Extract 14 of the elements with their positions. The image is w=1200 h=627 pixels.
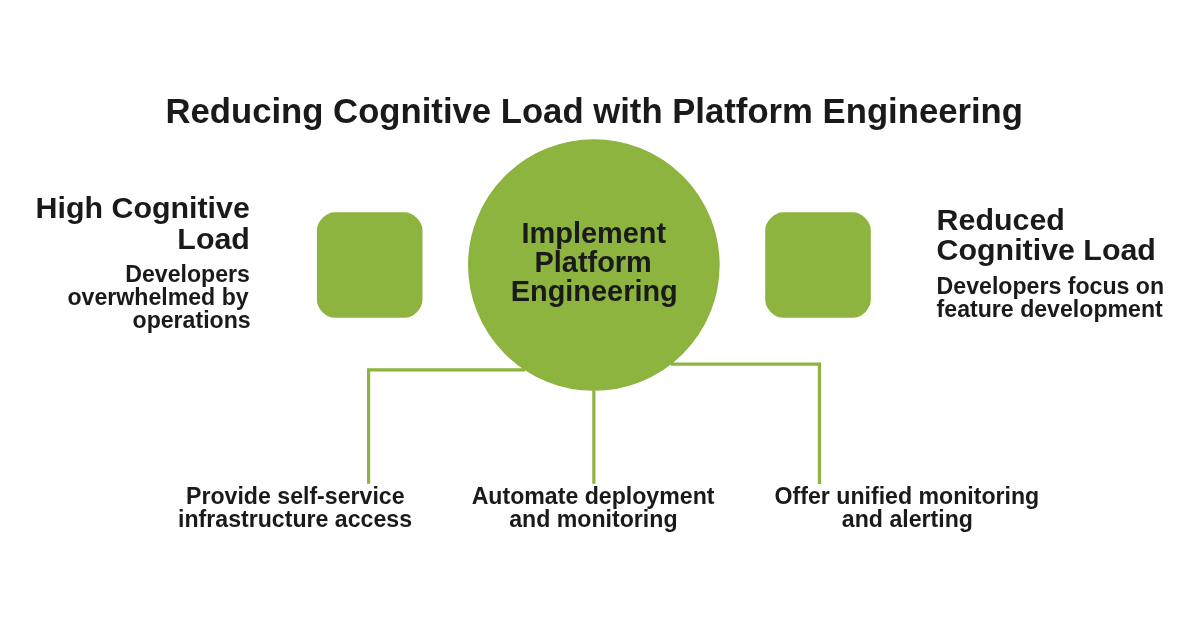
node-box: [316, 212, 423, 318]
node-text: Offer unified monitoring and alerting: [774, 483, 1040, 533]
connector: [592, 390, 596, 484]
node-label: Developers overwhelmed by operations: [67, 261, 251, 334]
connector: [367, 368, 526, 484]
node-label: Reduced Cognitive Load: [936, 203, 1156, 267]
node-circle: Implement Platform Engineering: [468, 139, 720, 391]
node-label: Developers focus on feature development: [936, 272, 1165, 322]
node-box: [765, 212, 871, 318]
diagram-title: Reducing Cognitive Load with Platform Engineering: [165, 91, 1024, 130]
node-text: Provide self-service infrastructure access: [178, 483, 413, 533]
connector: [670, 362, 822, 485]
node-text: Automate deployment and monitoring: [471, 483, 715, 533]
node-label: High Cognitive Load: [35, 191, 250, 255]
